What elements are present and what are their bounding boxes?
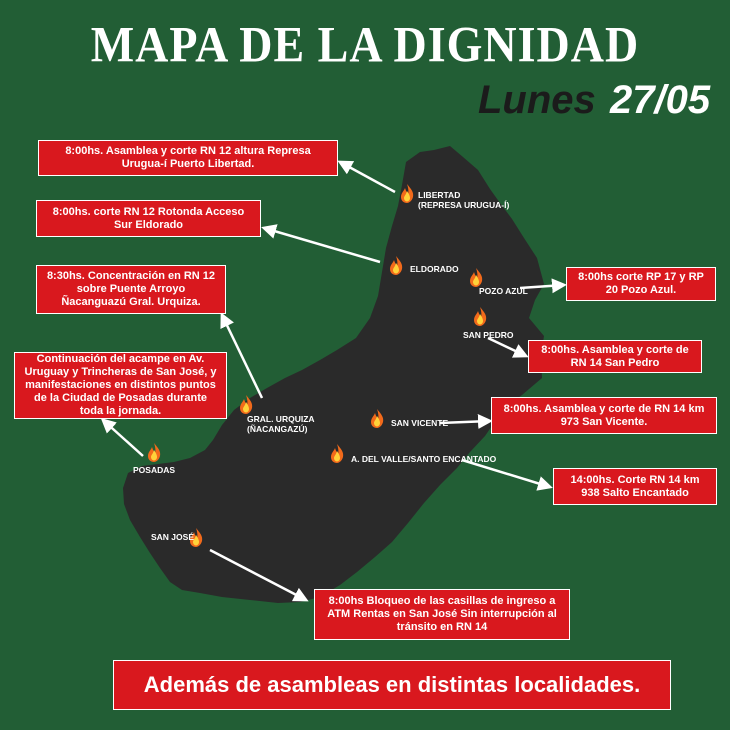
- arrow-salto: [461, 458, 553, 491]
- arrow-pozo-azul: [519, 278, 567, 294]
- arrow-libertad: [337, 160, 396, 194]
- callout-san-pedro: 8:00hs. Asamblea y corte de RN 14 San Pe…: [528, 340, 702, 373]
- callout-san-vicente: 8:00hs. Asamblea y corte de RN 14 km 973…: [491, 397, 717, 434]
- arrow-posadas: [100, 417, 144, 457]
- place-label-san-pedro: SAN PEDRO: [463, 330, 514, 340]
- place-label-pozo-azul: POZO AZUL: [479, 286, 528, 296]
- callout-posadas: Continuación del acampe en Av. Uruguay y…: [14, 352, 227, 419]
- place-label-libertad: LIBERTAD (REPRESA URUGUA-Í): [418, 190, 510, 210]
- arrow-san-jose: [209, 548, 309, 602]
- arrow-urquiza: [220, 312, 264, 399]
- callout-eldorado: 8:00hs. corte RN 12 Rotonda Acceso Sur E…: [36, 200, 261, 237]
- place-label-urquiza: GRAL. URQUIZA (ÑACANGAZÚ): [247, 414, 315, 434]
- footer-banner: Además de asambleas en distintas localid…: [113, 660, 671, 710]
- place-label-eldorado: ELDORADO: [410, 264, 459, 274]
- callout-urquiza: 8:30hs. Concentración en RN 12 sobre Pue…: [36, 265, 226, 314]
- page-title: MAPA DE LA DIGNIDAD: [90, 16, 640, 73]
- arrow-san-vicente: [439, 413, 493, 429]
- arrow-san-pedro: [487, 336, 529, 358]
- place-label-del-valle: A. DEL VALLE/SANTO ENCANTADO: [351, 454, 497, 464]
- place-label-posadas: POSADAS: [133, 465, 176, 475]
- callout-libertad: 8:00hs. Asamblea y corte RN 12 altura Re…: [38, 140, 338, 176]
- arrow-eldorado: [261, 224, 381, 264]
- callout-salto-encantado: 14:00hs. Corte RN 14 km 938 Salto Encant…: [553, 468, 717, 505]
- callout-san-jose: 8:00hs Bloqueo de las casillas de ingres…: [314, 589, 570, 640]
- misiones-map-shape: [123, 146, 544, 603]
- flame-icon: [148, 443, 161, 462]
- place-label-san-jose: SAN JOSÉ: [151, 532, 194, 542]
- place-label-san-vicente: SAN VICENTE: [391, 418, 449, 428]
- day-label: Lunes: [478, 78, 596, 122]
- date-label: 27/05: [610, 78, 711, 122]
- callout-pozo-azul: 8:00hs corte RP 17 y RP 20 Pozo Azul.: [566, 267, 716, 301]
